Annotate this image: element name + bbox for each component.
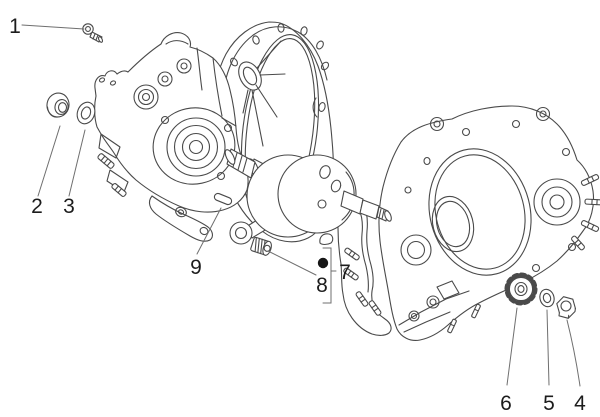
leader-5 bbox=[546, 309, 550, 386]
callout-label-9: 9 bbox=[190, 256, 202, 279]
bracket-7 bbox=[322, 247, 337, 304]
small-parts-drawing bbox=[46, 23, 576, 319]
woodruff-key-part bbox=[213, 192, 233, 206]
hex-nut-part bbox=[556, 296, 576, 319]
leader-1 bbox=[21, 24, 85, 30]
callout-label-3: 3 bbox=[63, 195, 75, 218]
callout-labels: 1 2 3 9 8 7 6 5 4 bbox=[9, 15, 586, 415]
washer-part-5 bbox=[539, 288, 555, 308]
pinion-gear-part bbox=[504, 272, 538, 306]
washer-part-3 bbox=[76, 101, 96, 125]
callout-label-4: 4 bbox=[574, 392, 586, 415]
callout-label-8: 8 bbox=[316, 274, 328, 297]
flanged-bushing-part bbox=[46, 92, 70, 118]
flange-screw-part bbox=[82, 23, 104, 43]
leader-8 bbox=[267, 250, 317, 276]
leader-3 bbox=[68, 129, 86, 197]
wedge-part bbox=[319, 233, 334, 246]
left-crankcase-half-drawing bbox=[94, 32, 249, 242]
leader-6 bbox=[506, 307, 518, 386]
leader-2 bbox=[37, 125, 61, 197]
leader-9 bbox=[196, 207, 222, 255]
callout-label-2: 2 bbox=[31, 195, 43, 218]
gasket-drawing bbox=[337, 195, 392, 336]
crankshaft-drawing bbox=[224, 148, 392, 245]
callout-label-7: 7 bbox=[339, 261, 351, 284]
leader-4 bbox=[566, 319, 581, 387]
roller-bushing-part bbox=[250, 236, 272, 256]
leader-lines bbox=[21, 24, 581, 387]
callout-label-6: 6 bbox=[500, 392, 512, 415]
right-crankcase-half-drawing bbox=[378, 105, 600, 341]
callout-label-5: 5 bbox=[543, 392, 555, 415]
marker-dot bbox=[317, 257, 329, 269]
callout-label-1: 1 bbox=[9, 15, 21, 38]
